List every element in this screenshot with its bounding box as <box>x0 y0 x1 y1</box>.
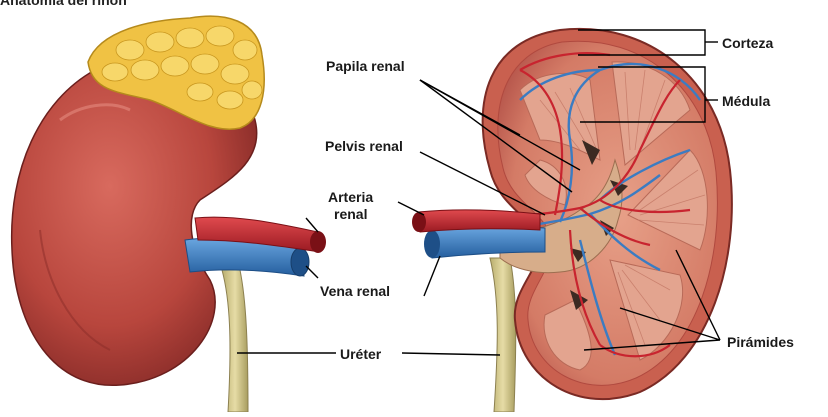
label-medula: Médula <box>722 93 770 109</box>
renal-artery-right <box>418 210 540 232</box>
label-papila-renal: Papila renal <box>326 58 405 74</box>
diagram-title: Anatomía del riñón <box>0 0 127 8</box>
label-ureter: Uréter <box>340 346 381 362</box>
ureter-left <box>222 270 248 412</box>
label-arteria-renal-1: Arteria <box>328 189 373 205</box>
label-corteza: Corteza <box>722 35 773 51</box>
label-pelvis-renal: Pelvis renal <box>325 138 403 154</box>
ureter-right <box>490 258 516 412</box>
label-piramides: Pirámides <box>727 334 794 350</box>
label-vena-renal: Vena renal <box>320 283 390 299</box>
label-arteria-renal-2: renal <box>334 206 367 222</box>
